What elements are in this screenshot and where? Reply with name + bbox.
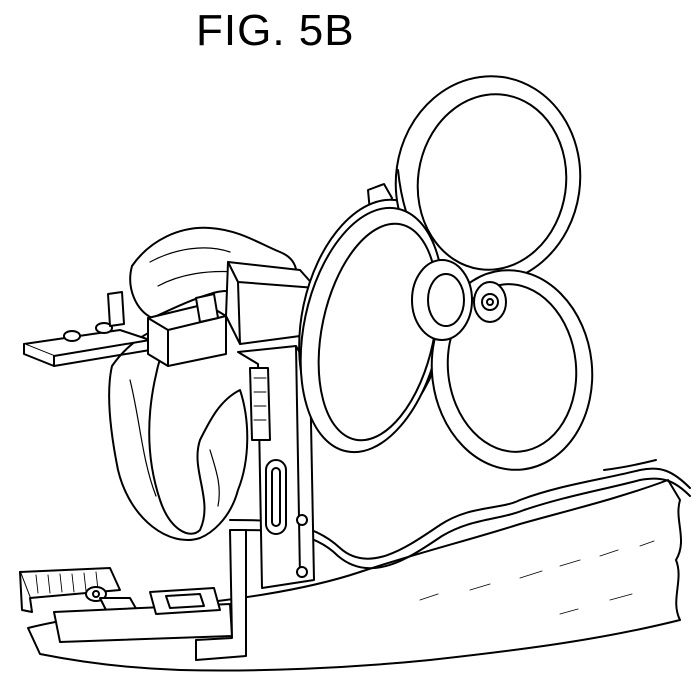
upright-post bbox=[237, 345, 315, 589]
fan-blade-left bbox=[299, 206, 445, 454]
hinge-tray bbox=[19, 567, 233, 643]
bracket-plate bbox=[23, 291, 151, 367]
foot-bracket bbox=[195, 529, 247, 661]
fan-blade-right bbox=[430, 269, 594, 471]
base-platform bbox=[27, 479, 683, 672]
fabric-cushion bbox=[108, 226, 298, 541]
figure-title: FIG. 5B bbox=[196, 6, 355, 55]
cord bbox=[229, 459, 691, 570]
fan-center-hub bbox=[411, 259, 507, 341]
